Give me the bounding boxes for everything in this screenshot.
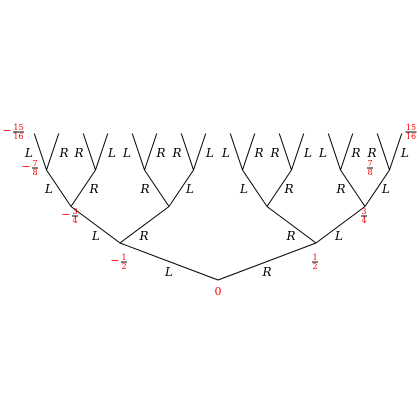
edge-label-left: L	[239, 182, 248, 196]
value-denominator: 4	[72, 216, 77, 225]
value-denominator: 8	[367, 168, 372, 177]
edge-label-right: R	[269, 146, 279, 160]
tree-edge-rrr	[364, 169, 390, 207]
tree-edge-llr	[70, 169, 96, 207]
tree-edge-lll	[46, 169, 72, 207]
edge-label-right: R	[138, 229, 148, 243]
edge-label-left: L	[44, 182, 53, 196]
tree-edge-rrlr	[340, 133, 354, 171]
tree-edge-llrr	[95, 133, 109, 171]
value-sign: −	[110, 254, 119, 267]
value-sign: −	[61, 208, 70, 221]
tree-edge-rl	[266, 206, 317, 244]
node-value-pos-3-4: 34	[361, 207, 367, 225]
edge-label-right: R	[366, 146, 376, 160]
value-numerator: 1	[121, 253, 126, 262]
edge-label-right: R	[73, 146, 83, 160]
tree-edge-lrrr	[193, 133, 207, 171]
tree-edge-llll	[33, 133, 47, 171]
tree-edge-lrr	[168, 169, 194, 207]
tree-edge-rrll	[327, 133, 341, 171]
edge-label-right: R	[283, 182, 293, 196]
edge-label-right: R	[171, 146, 181, 160]
edge-label-right: R	[253, 146, 263, 160]
value-denominator: 16	[406, 132, 416, 141]
edge-label-left: L	[400, 146, 409, 160]
tree-edge-r	[217, 242, 317, 281]
edge-label-left: L	[334, 229, 343, 243]
tree-edge-llrl	[82, 133, 96, 171]
edge-label-left: L	[24, 146, 33, 160]
edge-label-left: L	[221, 146, 230, 160]
edge-label-left: L	[318, 146, 327, 160]
tree-edge-rll	[242, 169, 268, 207]
tree-edge-rrrl	[376, 133, 390, 171]
edge-label-right: R	[155, 146, 165, 160]
node-value-root: 0	[215, 285, 222, 298]
value-numerator: 1	[312, 253, 317, 262]
value-denominator: 2	[121, 262, 126, 271]
edge-label-right: R	[139, 182, 149, 196]
tree-edge-lr	[119, 206, 170, 244]
edge-label-right: R	[285, 229, 295, 243]
value-numerator: 3	[361, 207, 366, 216]
edge-label-right: R	[261, 265, 271, 279]
edge-label-left: L	[205, 146, 214, 160]
edge-label-left: L	[91, 229, 100, 243]
tree-edge-l	[119, 242, 219, 281]
node-value-neg-3-4: −34	[61, 207, 78, 225]
edge-label-left: L	[122, 146, 131, 160]
value-sign: −	[21, 160, 30, 173]
value-denominator: 16	[13, 132, 23, 141]
value-numerator: 3	[72, 207, 77, 216]
tree-edge-rlrl	[278, 133, 292, 171]
tree-edge-rrrr	[389, 133, 403, 171]
tree-edge-rlrr	[291, 133, 305, 171]
value-denominator: 8	[32, 168, 37, 177]
tree-edge-rllr	[242, 133, 256, 171]
value-denominator: 2	[312, 262, 317, 271]
value-sign: −	[2, 124, 11, 137]
edge-label-left: L	[381, 182, 390, 196]
tree-edge-lrrl	[180, 133, 194, 171]
tree-edge-rlll	[229, 133, 243, 171]
tree-edge-rlr	[266, 169, 292, 207]
edge-label-right: R	[350, 146, 360, 160]
tree-edge-lrll	[131, 133, 145, 171]
edge-label-right: R	[58, 146, 68, 160]
node-value-pos-7-8: 78	[367, 159, 373, 177]
tree-edge-lllr	[46, 133, 60, 171]
edge-label-right: R	[335, 182, 345, 196]
value-denominator: 4	[361, 216, 366, 225]
edge-label-right: R	[88, 182, 98, 196]
tree-edge-lrlr	[144, 133, 158, 171]
node-value-neg-7-8: −78	[21, 159, 38, 177]
tree-edge-rrl	[340, 169, 366, 207]
node-value-neg-half: −12	[110, 253, 127, 271]
tree-edge-ll	[70, 206, 121, 244]
node-value-pos-half: 12	[312, 253, 318, 271]
tree-edge-lrl	[144, 169, 170, 207]
value-numerator: 15	[406, 123, 416, 132]
value-numerator: 7	[367, 159, 372, 168]
edge-label-left: L	[164, 265, 173, 279]
value-numerator: 15	[13, 123, 23, 132]
value-numerator: 7	[32, 159, 37, 168]
edge-label-left: L	[107, 146, 116, 160]
edge-label-left: L	[303, 146, 312, 160]
tree-edge-rr	[315, 206, 366, 244]
edge-label-left: L	[185, 182, 194, 196]
